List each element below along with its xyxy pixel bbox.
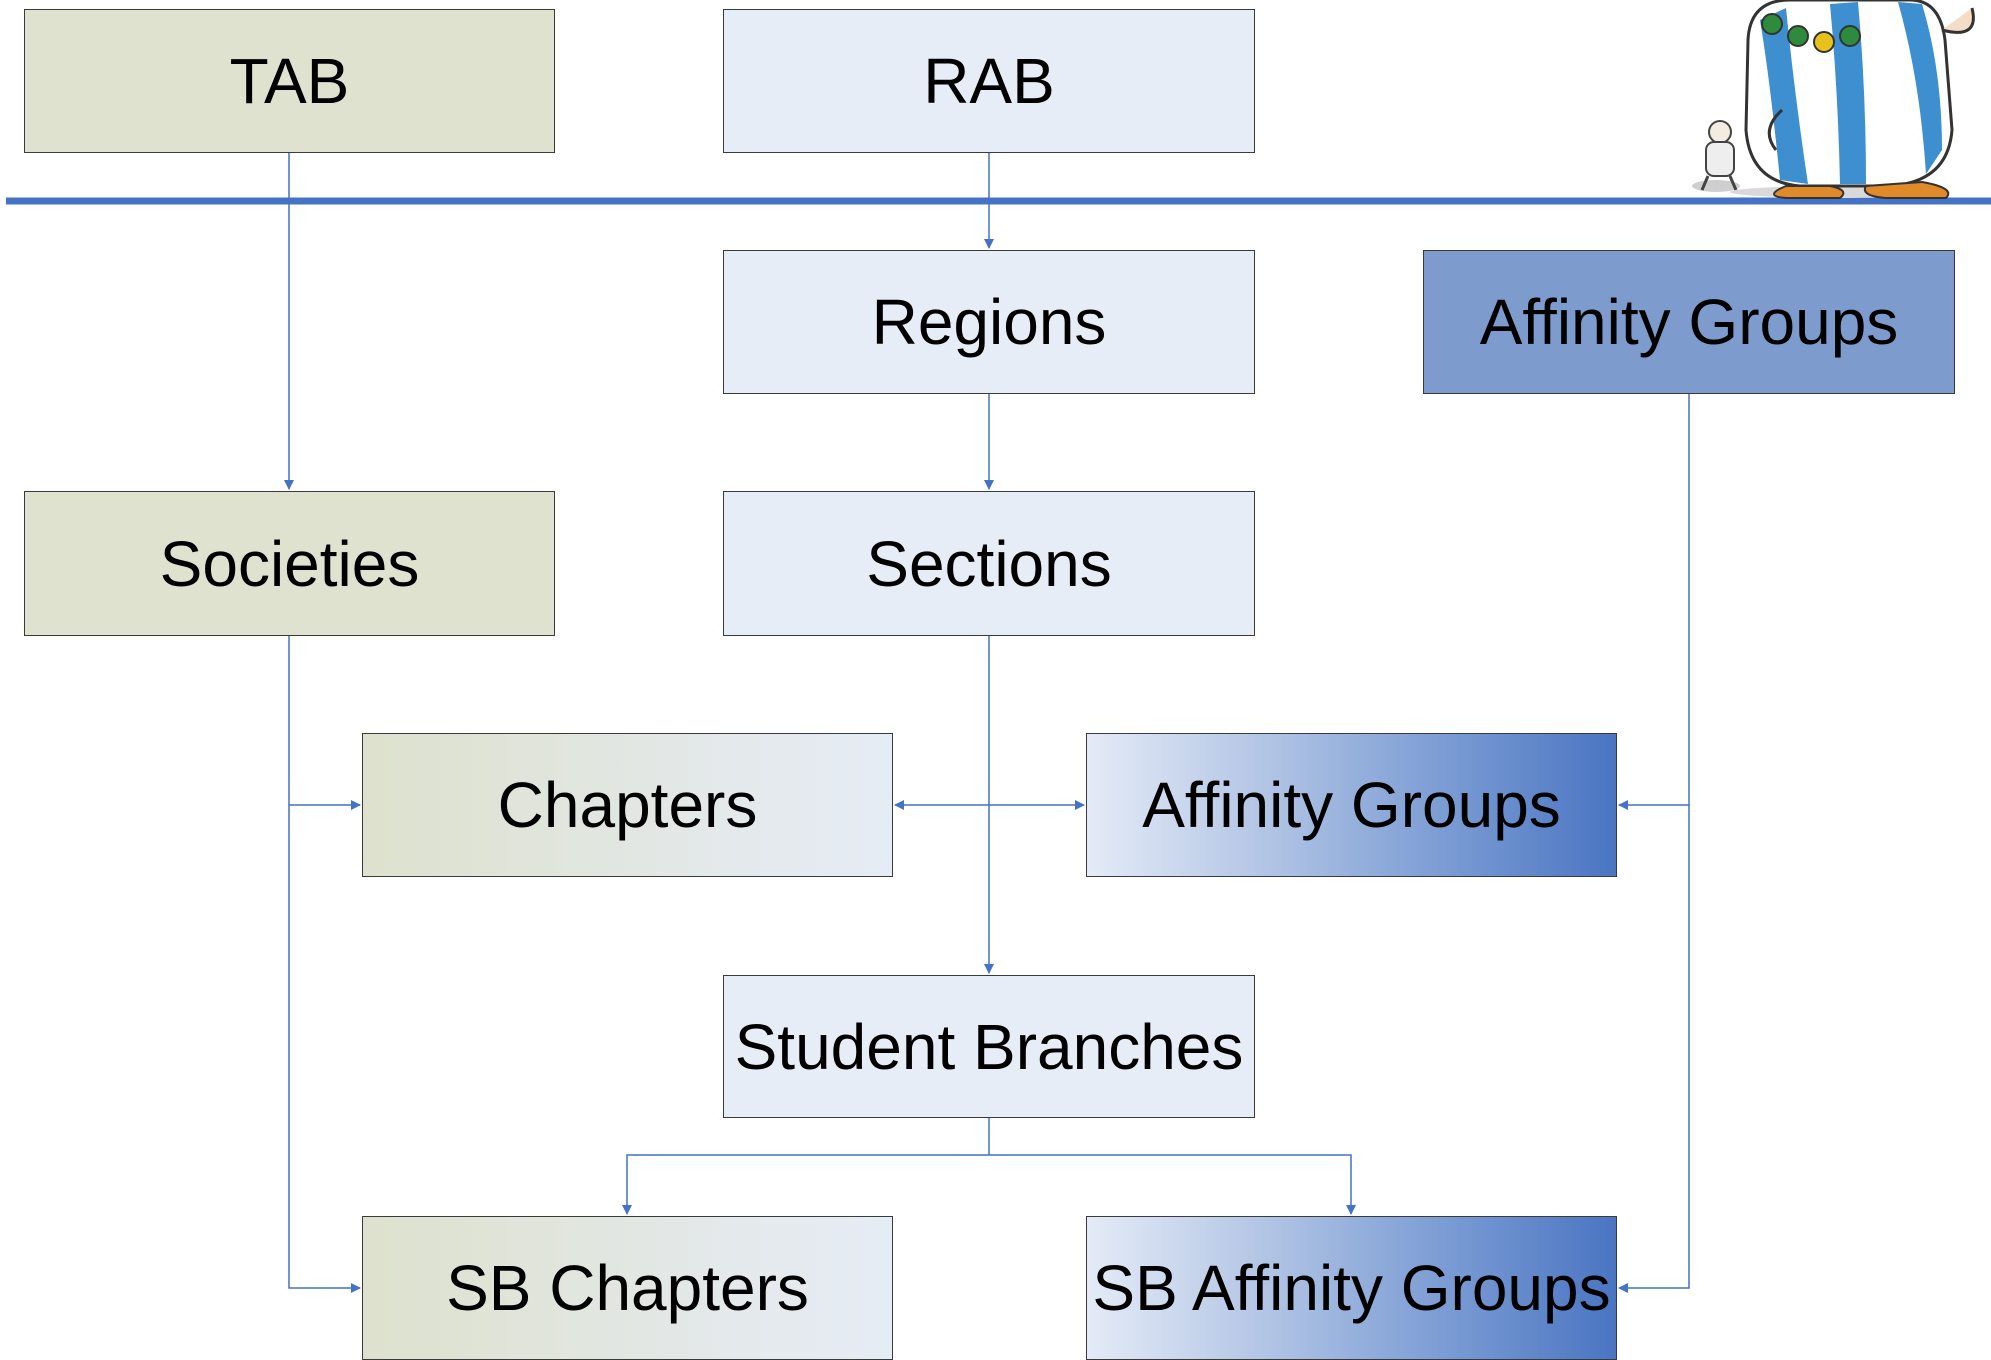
connector-affinity-top-sb (1618, 805, 1690, 1293)
connector-societies-chapters (288, 636, 361, 810)
node-regions: Regions (723, 250, 1255, 394)
node-sb-affinity-groups: SB Affinity Groups (1086, 1216, 1617, 1360)
node-societies: Societies (24, 491, 555, 636)
node-affinity-groups-mid: Affinity Groups (1086, 733, 1617, 877)
node-tab: TAB (24, 9, 555, 153)
node-student-branches: Student Branches (723, 975, 1255, 1118)
cartoon-character-image (1692, 0, 1975, 199)
node-sb-chapters: SB Chapters (362, 1216, 893, 1360)
node-chapters: Chapters (362, 733, 893, 877)
node-affinity-groups-top: Affinity Groups (1423, 250, 1955, 394)
small-figure (1692, 120, 1740, 192)
node-rab: RAB (723, 9, 1255, 153)
connector-affinity-top-mid (1618, 394, 1690, 810)
node-sections: Sections (723, 491, 1255, 636)
connector-societies-sb-chapters (288, 805, 361, 1293)
connector-student-branches-sb-chapters (622, 1154, 989, 1215)
connector-student-branches-sb-affinity (989, 1154, 1356, 1215)
big-figure (1730, 0, 1975, 199)
